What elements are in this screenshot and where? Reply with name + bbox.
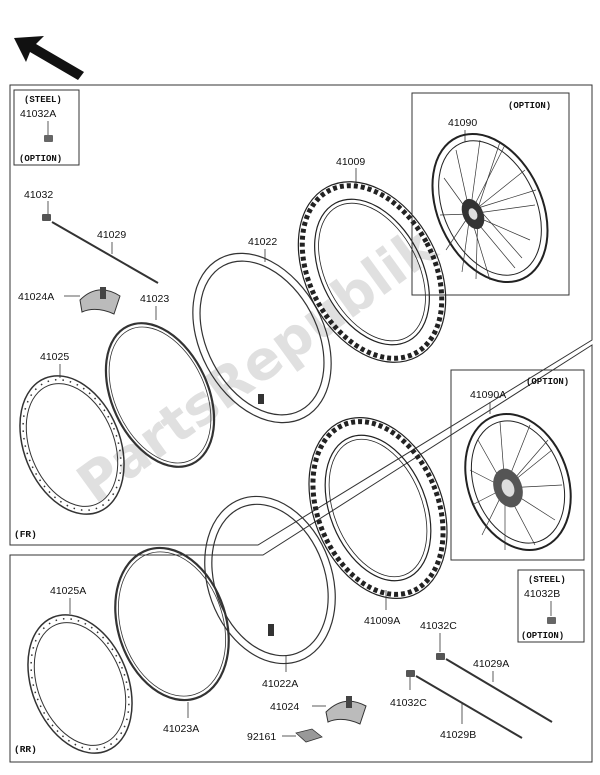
part-label-41090A: 41090A	[470, 389, 506, 401]
part-label-41024: 41024	[270, 701, 299, 713]
part-label-41032A: 41032A	[20, 108, 56, 120]
part-label-41029A: 41029A	[473, 658, 509, 670]
steel-option-box-41032B: (STEEL) 41032B (OPTION)	[517, 569, 585, 643]
spoke-nipple-41032	[42, 214, 51, 221]
option-note: (OPTION)	[19, 154, 62, 164]
spoke-nipple-41032C-top	[436, 653, 445, 660]
front-group-label: (FR)	[14, 529, 37, 540]
balance-weight-92161	[295, 728, 323, 743]
part-label-41090: 41090	[448, 117, 477, 129]
spoke-nipple-41032C-bottom	[406, 670, 415, 677]
wheel-41090	[431, 132, 549, 284]
steel-option-box-41032A: (STEEL) 41032A (OPTION)	[13, 89, 80, 166]
option-box-41090: (OPTION) 41090	[411, 92, 570, 296]
watermark: PartsRepublik	[66, 213, 449, 515]
spoke-41029	[51, 221, 159, 284]
tire-41009	[297, 181, 447, 363]
option-note-41090: (OPTION)	[508, 101, 551, 111]
rim-lock-41024	[325, 696, 367, 725]
part-label-41022A: 41022A	[262, 678, 298, 690]
part-label-41032B: 41032B	[524, 588, 560, 600]
part-label-41025: 41025	[40, 351, 69, 363]
option-note-b: (OPTION)	[521, 631, 564, 641]
part-label-41029: 41029	[97, 229, 126, 241]
part-label-41032C-bottom: 41032C	[390, 697, 427, 709]
part-label-41029B: 41029B	[440, 729, 476, 741]
rim-lock-41024A	[79, 287, 121, 315]
orientation-arrow-icon	[14, 36, 84, 80]
rear-group-label: (RR)	[14, 744, 37, 755]
part-label-41032C-top: 41032C	[420, 620, 457, 632]
rim-band-41023A	[114, 546, 230, 702]
spoke-41029B	[415, 675, 523, 739]
rim-41025	[19, 375, 125, 515]
part-label-41009A: 41009A	[364, 615, 400, 627]
rim-band-41023	[104, 322, 216, 468]
part-label-41024A: 41024A	[18, 291, 54, 303]
inner-tube-41022A	[204, 495, 336, 665]
part-label-41025A: 41025A	[50, 585, 86, 597]
part-label-41009: 41009	[336, 156, 365, 168]
rear-group-frame	[9, 344, 593, 763]
tire-41009A	[308, 417, 448, 599]
spoke-41029A	[445, 658, 553, 723]
rim-41025A	[27, 614, 133, 754]
part-label-41032: 41032	[24, 189, 53, 201]
steel-note: (STEEL)	[24, 95, 62, 105]
wheel-41090A	[464, 413, 572, 551]
part-label-41023A: 41023A	[163, 723, 199, 735]
steel-note-b: (STEEL)	[528, 575, 566, 585]
part-label-92161: 92161	[247, 731, 276, 743]
part-label-41022: 41022	[248, 236, 277, 248]
front-group-frame	[9, 84, 593, 546]
option-box-41090A: (OPTION) 41090A	[450, 369, 585, 561]
option-note-41090A: (OPTION)	[526, 377, 569, 387]
part-label-41023: 41023	[140, 293, 169, 305]
